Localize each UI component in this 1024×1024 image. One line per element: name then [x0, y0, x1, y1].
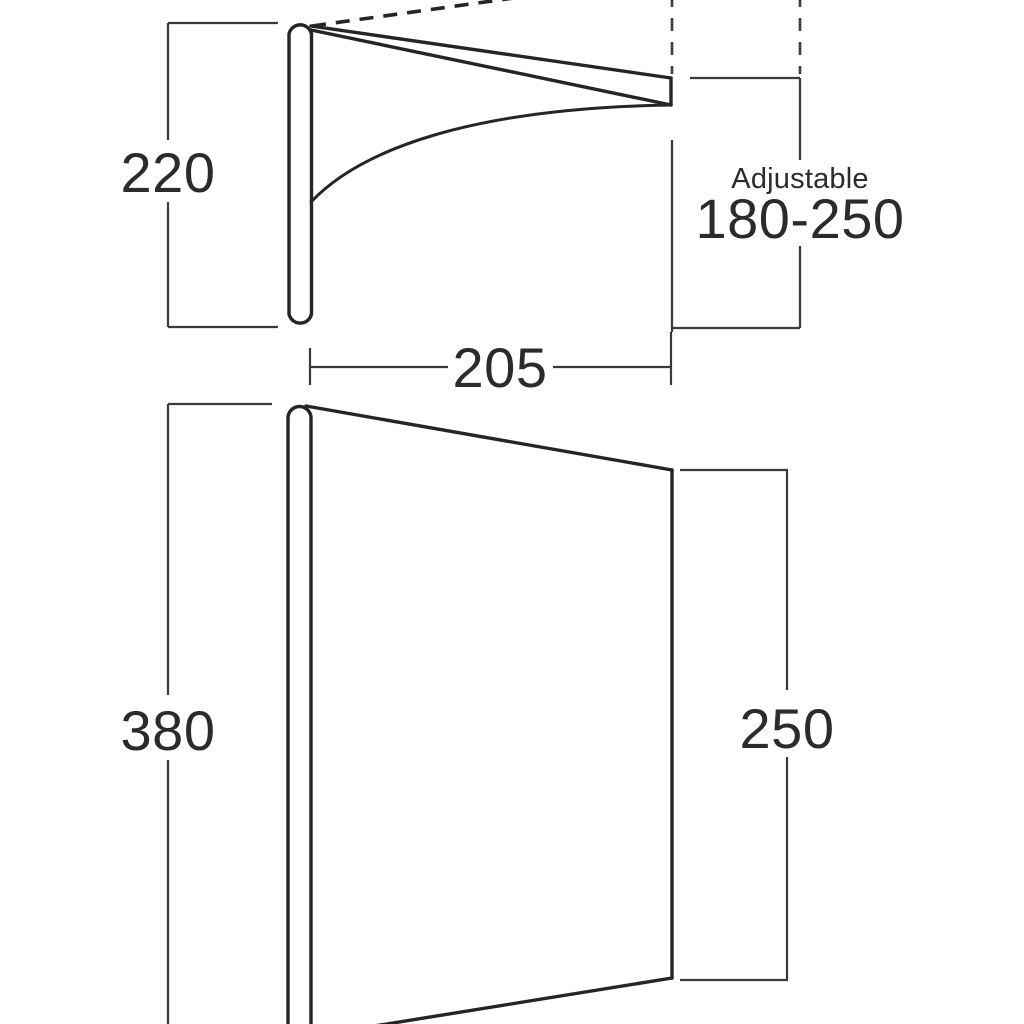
- side-view-pole: [287, 23, 314, 325]
- dim-adj-value-label: 180-250: [695, 187, 904, 250]
- dim-250-label: 250: [740, 697, 835, 760]
- curved-brace: [309, 103, 673, 204]
- dim-220-label: 220: [121, 141, 216, 204]
- dimension-250: 250: [680, 468, 835, 982]
- dim-205-label: 205: [453, 336, 548, 399]
- front-canopy-top-edge: [304, 404, 674, 472]
- front-elevation-view: [286, 404, 674, 1024]
- dim-adj-note-label: Adjustable: [731, 163, 868, 195]
- front-view-pole: [286, 404, 313, 1024]
- front-canopy-bottom-edge: [376, 976, 674, 1024]
- side-elevation-view: [287, 0, 673, 325]
- roof-panel-top-edge: [309, 24, 673, 80]
- dimension-205: 205: [308, 332, 673, 399]
- dimension-380: 380: [121, 402, 272, 1024]
- hidden-roof-edge: [311, 0, 513, 28]
- dim-380-label: 380: [121, 699, 216, 762]
- roof-panel-bottom-edge: [309, 28, 673, 107]
- dimension-adjustable-180-250: Adjustable 180-250: [670, 0, 904, 332]
- dimension-220: 220: [121, 21, 278, 329]
